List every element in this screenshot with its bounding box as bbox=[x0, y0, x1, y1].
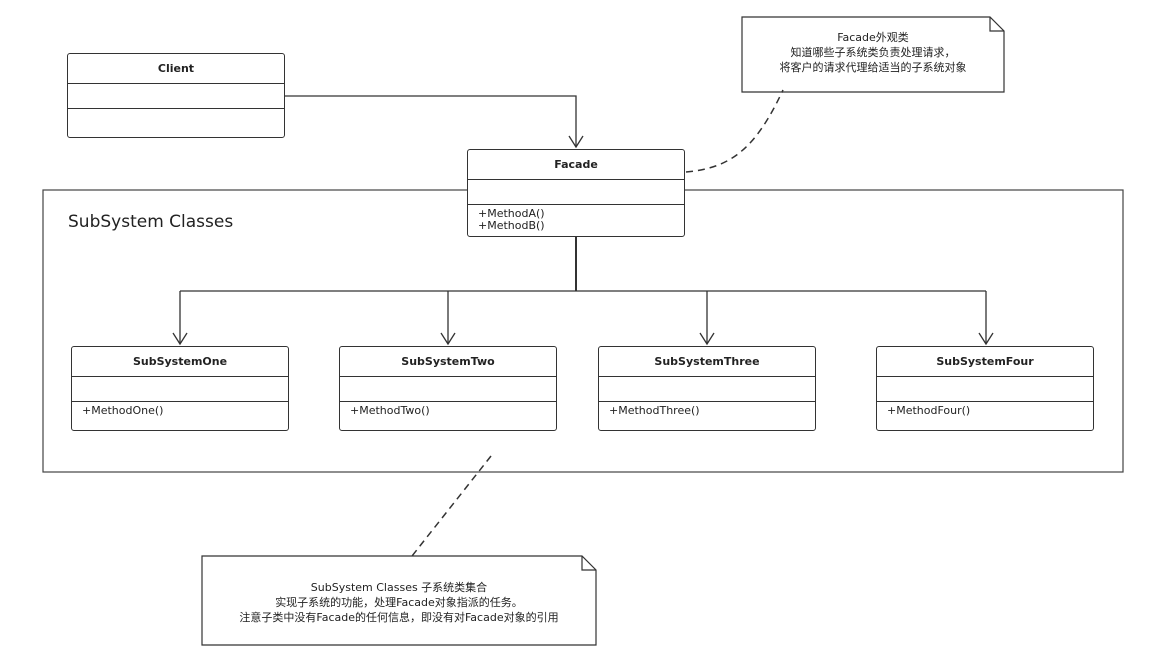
facade-class-name: Facade bbox=[468, 150, 684, 180]
subsystem-three-methods-compartment: +MethodThree() bbox=[599, 402, 815, 417]
subsystem-one-class-box[interactable]: SubSystemOne +MethodOne() bbox=[71, 346, 289, 431]
subsystem-three-class-name: SubSystemThree bbox=[599, 347, 815, 377]
facade-note-dashed-link bbox=[685, 89, 784, 173]
subsystem-four-methods-compartment: +MethodFour() bbox=[877, 402, 1093, 417]
subsystem-note[interactable]: SubSystem Classes 子系统类集合 实现子系统的功能，处理Faca… bbox=[202, 580, 596, 625]
subsystem-four-class-name: SubSystemFour bbox=[877, 347, 1093, 377]
subsystem-four-attributes-compartment bbox=[877, 377, 1093, 402]
subsystem-four-class-box[interactable]: SubSystemFour +MethodFour() bbox=[876, 346, 1094, 431]
facade-note-fold bbox=[989, 17, 1004, 32]
subsystem-note-line-1: SubSystem Classes 子系统类集合 bbox=[310, 581, 488, 594]
subsystem-two-methods-compartment: +MethodTwo() bbox=[340, 402, 556, 417]
facade-attributes-compartment bbox=[468, 180, 684, 205]
client-attributes-compartment bbox=[68, 84, 284, 109]
facade-method-b: +MethodB() bbox=[478, 219, 545, 232]
facade-methods-compartment: +MethodA() +MethodB() bbox=[468, 205, 684, 232]
subsystem-three-method: +MethodThree() bbox=[609, 404, 700, 417]
arrowhead-subsystem-three bbox=[699, 332, 715, 346]
subsystem-note-dashed-link bbox=[411, 455, 492, 557]
facade-note-shape bbox=[741, 16, 1005, 93]
subsystem-two-attributes-compartment bbox=[340, 377, 556, 402]
subsystem-two-class-box[interactable]: SubSystemTwo +MethodTwo() bbox=[339, 346, 557, 431]
facade-note-line-3: 将客户的请求代理给适当的子系统对象 bbox=[779, 61, 967, 74]
client-class-name: Client bbox=[68, 54, 284, 84]
client-methods-compartment bbox=[68, 109, 284, 112]
subsystem-four-method: +MethodFour() bbox=[887, 404, 971, 417]
arrowhead-subsystem-two bbox=[440, 332, 456, 346]
facade-note-line-2: 知道哪些子系统类负责处理请求， bbox=[790, 46, 956, 59]
subsystem-one-attributes-compartment bbox=[72, 377, 288, 402]
subsystem-note-fold bbox=[581, 556, 596, 571]
subsystem-one-class-name: SubSystemOne bbox=[72, 347, 288, 377]
client-to-facade-arrowhead bbox=[568, 135, 584, 149]
subsystem-one-methods-compartment: +MethodOne() bbox=[72, 402, 288, 417]
subsystem-two-method: +MethodTwo() bbox=[350, 404, 430, 417]
subsystem-three-attributes-compartment bbox=[599, 377, 815, 402]
facade-note-line-1: Facade外观类 bbox=[837, 31, 909, 44]
facade-note[interactable]: Facade外观类 知道哪些子系统类负责处理请求， 将客户的请求代理给适当的子系… bbox=[742, 30, 1004, 75]
package-title: SubSystem Classes bbox=[68, 212, 234, 232]
client-class-box[interactable]: Client bbox=[67, 53, 285, 138]
facade-class-box[interactable]: Facade +MethodA() +MethodB() bbox=[467, 149, 685, 237]
subsystem-two-class-name: SubSystemTwo bbox=[340, 347, 556, 377]
arrowhead-subsystem-four bbox=[978, 332, 994, 346]
client-to-facade-line bbox=[285, 95, 577, 147]
facade-method-a: +MethodA() bbox=[478, 207, 545, 220]
subsystem-three-class-box[interactable]: SubSystemThree +MethodThree() bbox=[598, 346, 816, 431]
subsystem-note-line-2: 实现子系统的功能，处理Facade对象指派的任务。 bbox=[275, 596, 523, 609]
subsystem-one-method: +MethodOne() bbox=[82, 404, 164, 417]
subsystem-note-shape bbox=[201, 555, 597, 646]
subsystem-note-line-3: 注意子类中没有Facade的任何信息，即没有对Facade对象的引用 bbox=[239, 611, 559, 624]
arrowhead-subsystem-one bbox=[172, 332, 188, 346]
